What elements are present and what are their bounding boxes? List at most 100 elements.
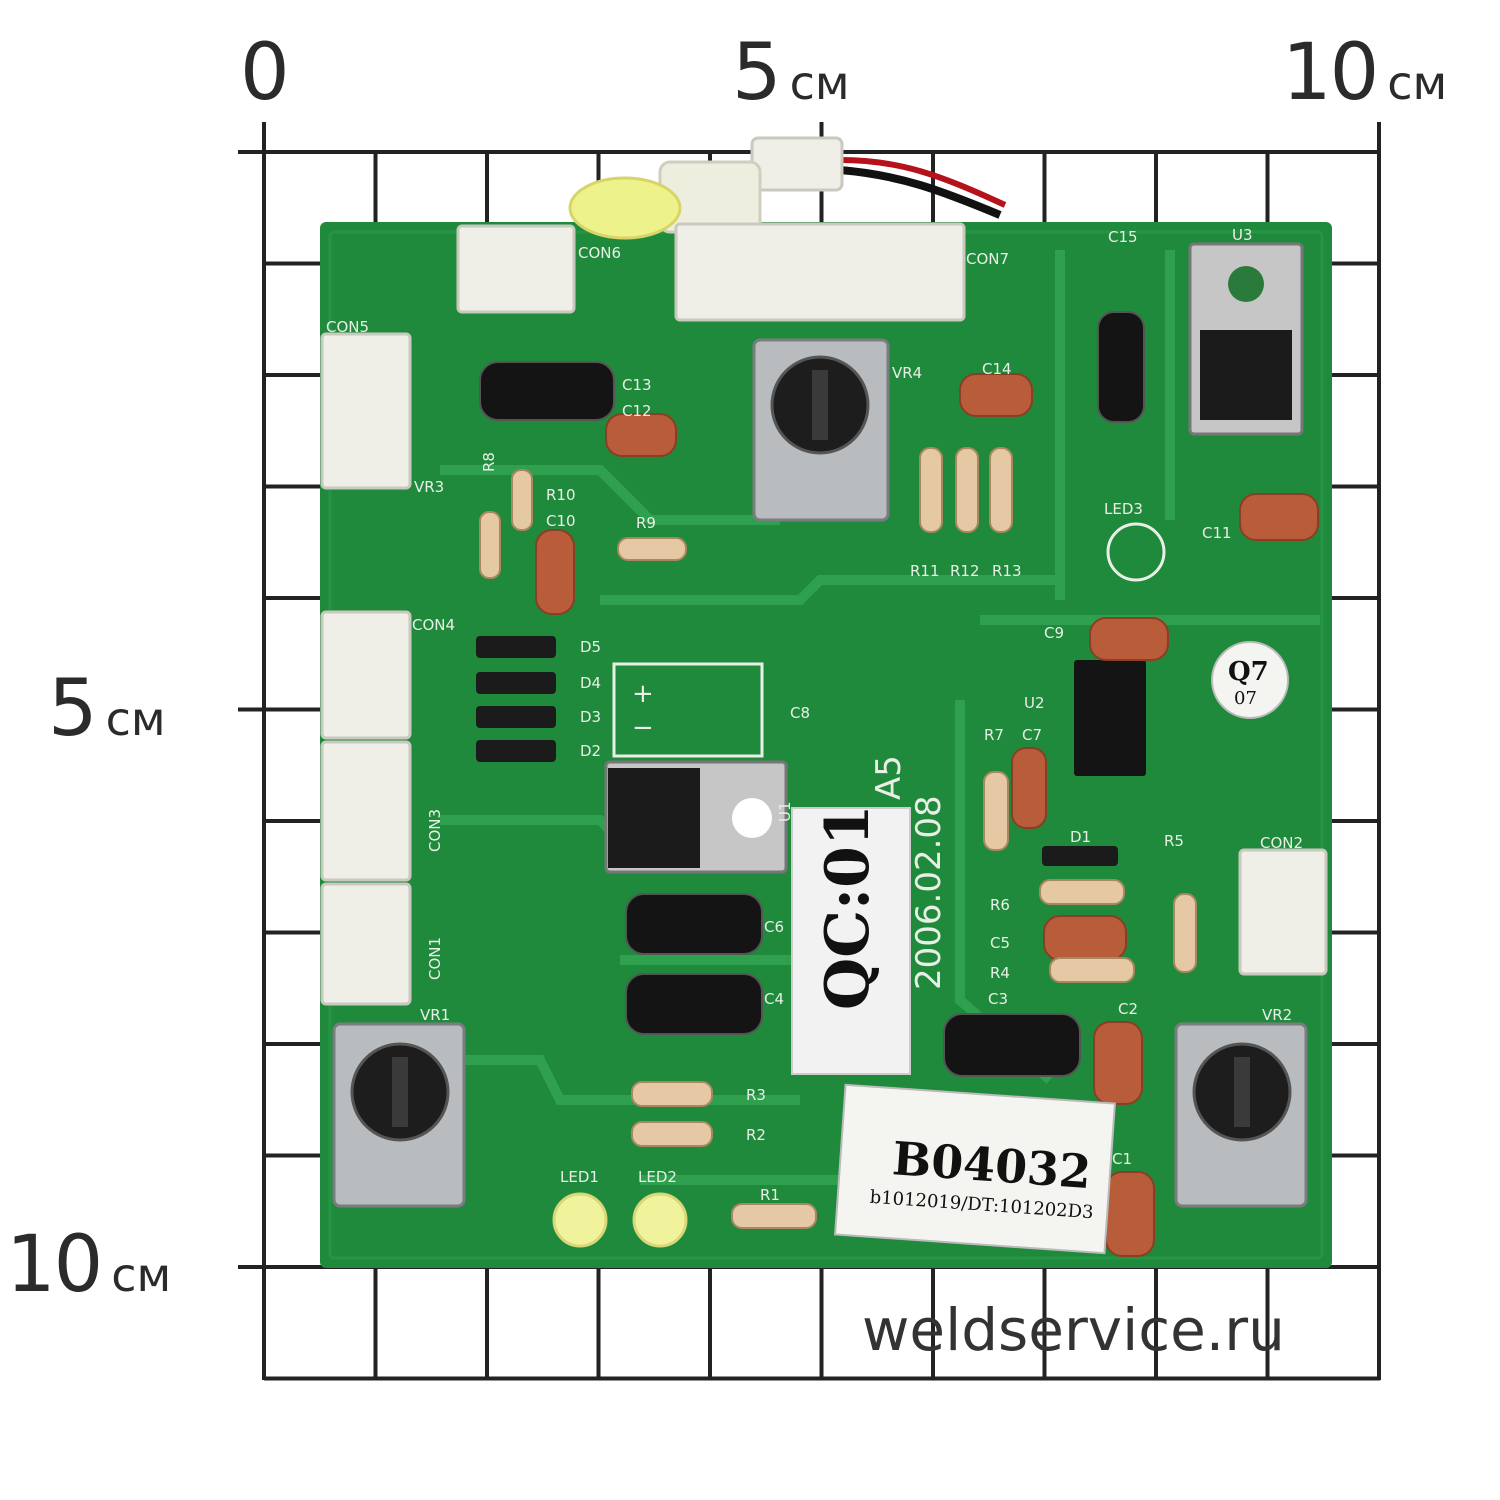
label-con2: CON2 (1260, 834, 1303, 852)
yellow-led-indicator (568, 176, 682, 240)
connector-con7 (674, 222, 966, 322)
label-c14: C14 (982, 360, 1012, 378)
label-r1: R1 (760, 1186, 780, 1204)
resistor-r11 (919, 447, 943, 533)
ceramic-cap-c5 (1043, 915, 1127, 961)
ceramic-cap-c14 (959, 373, 1033, 417)
label-c15: C15 (1108, 228, 1138, 246)
electrolytic-cap-c15 (1097, 311, 1145, 423)
label-r13: R13 (992, 562, 1022, 580)
ceramic-cap-c1 (1105, 1171, 1155, 1257)
label-minus-c8: − (632, 713, 654, 743)
connector-con5 (320, 332, 412, 490)
label-d4: D4 (580, 674, 601, 692)
label-c3: C3 (988, 990, 1008, 1008)
ceramic-cap-c12 (605, 413, 677, 457)
electrolytic-cap-c3 (943, 1013, 1081, 1077)
ruler-top-zero: 0 (240, 28, 290, 118)
resistor-r2 (631, 1121, 713, 1147)
label-c8: C8 (790, 704, 810, 722)
diode-d4 (476, 672, 556, 694)
label-u2: U2 (1024, 694, 1045, 712)
lot-sticker-text: Q7 (1228, 657, 1269, 687)
label-c1: C1 (1112, 1150, 1132, 1168)
led-led3-footprint (1106, 522, 1166, 582)
label-d3: D3 (580, 708, 601, 726)
label-c9: C9 (1044, 624, 1064, 642)
ceramic-cap-c2 (1093, 1021, 1143, 1105)
footprint-c8 (612, 662, 764, 758)
label-r3: R3 (746, 1086, 766, 1104)
electrolytic-cap-c4 (625, 973, 763, 1035)
label-r9: R9 (636, 514, 656, 532)
label-con5: CON5 (326, 318, 369, 336)
ceramic-cap-c11 (1239, 493, 1319, 541)
label-c11: C11 (1202, 524, 1232, 542)
label-vr1: VR1 (420, 1006, 450, 1024)
qc-sticker-text: QC:01 (813, 804, 883, 1010)
label-vr4: VR4 (892, 364, 922, 382)
label-r5: R5 (1164, 832, 1184, 850)
connector-con1 (320, 882, 412, 1006)
label-c2: C2 (1118, 1000, 1138, 1018)
led-led1 (552, 1192, 608, 1248)
label-c4: C4 (764, 990, 784, 1008)
part-sticker (834, 1083, 1116, 1255)
resistor-r9 (617, 537, 687, 561)
ic-u2 (1074, 660, 1146, 776)
diode-d2 (476, 740, 556, 762)
label-plus-c8: + (632, 679, 654, 709)
pcb-substrate (320, 222, 1332, 1268)
label-board-rev: A5 (869, 755, 909, 800)
label-r10: R10 (546, 486, 576, 504)
label-led3: LED3 (1104, 500, 1143, 518)
lot-sticker-subtext: 07 (1234, 688, 1257, 709)
diode-d3 (476, 706, 556, 728)
label-r8: R8 (480, 452, 498, 472)
connector-con4 (320, 610, 412, 740)
label-con1: CON1 (426, 937, 444, 980)
diode-d1 (1042, 846, 1118, 866)
resistor-r13 (989, 447, 1013, 533)
label-c12: C12 (622, 402, 652, 420)
watermark-text: weldservice.ru (862, 1296, 1285, 1364)
label-c5: C5 (990, 934, 1010, 952)
resistor-r7 (983, 771, 1009, 851)
label-board-date: 2006.02.08 (909, 795, 949, 990)
ceramic-cap-c7 (1011, 747, 1047, 829)
resistor-r12 (955, 447, 979, 533)
resistor-r5 (1173, 893, 1197, 973)
led-led2 (632, 1192, 688, 1248)
label-c10: C10 (546, 512, 576, 530)
resistor-r6 (1039, 879, 1125, 905)
connector-con3 (320, 740, 412, 882)
resistor-r1 (731, 1203, 817, 1229)
connector-con6 (456, 224, 576, 314)
label-c13: C13 (622, 376, 652, 394)
label-u3: U3 (1232, 226, 1253, 244)
qc-sticker (791, 807, 911, 1075)
label-u1: U1 (776, 801, 794, 822)
connector-con2 (1238, 848, 1328, 976)
label-r12: R12 (950, 562, 980, 580)
label-d2: D2 (580, 742, 601, 760)
ceramic-cap-c9 (1089, 617, 1169, 661)
label-d5: D5 (580, 638, 601, 656)
resistor-r4 (1049, 957, 1135, 983)
label-con4: CON4 (412, 616, 455, 634)
label-led1: LED1 (560, 1168, 599, 1186)
electrolytic-cap-c13 (479, 361, 615, 421)
ceramic-cap-c10 (535, 529, 575, 615)
label-d1: D1 (1070, 828, 1091, 846)
label-r7: R7 (984, 726, 1004, 744)
resistor-r8 (479, 511, 501, 579)
label-r4: R4 (990, 964, 1010, 982)
label-r11: R11 (910, 562, 940, 580)
label-con6: CON6 (578, 244, 621, 262)
resistor-r3 (631, 1081, 713, 1107)
label-con3: CON3 (426, 809, 444, 852)
